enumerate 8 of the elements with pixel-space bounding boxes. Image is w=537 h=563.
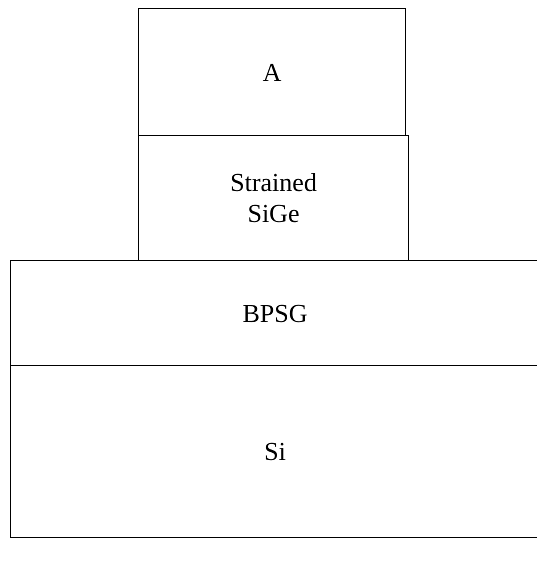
layer-label: A	[262, 56, 282, 88]
layer-label: BPSG	[242, 298, 308, 328]
layer-label: Strained SiGe	[229, 167, 318, 229]
layer-box	[10, 365, 537, 538]
layer-box	[10, 260, 537, 366]
layer-box	[138, 8, 406, 136]
layer-box	[138, 135, 409, 261]
layer-label: Si	[264, 436, 286, 467]
